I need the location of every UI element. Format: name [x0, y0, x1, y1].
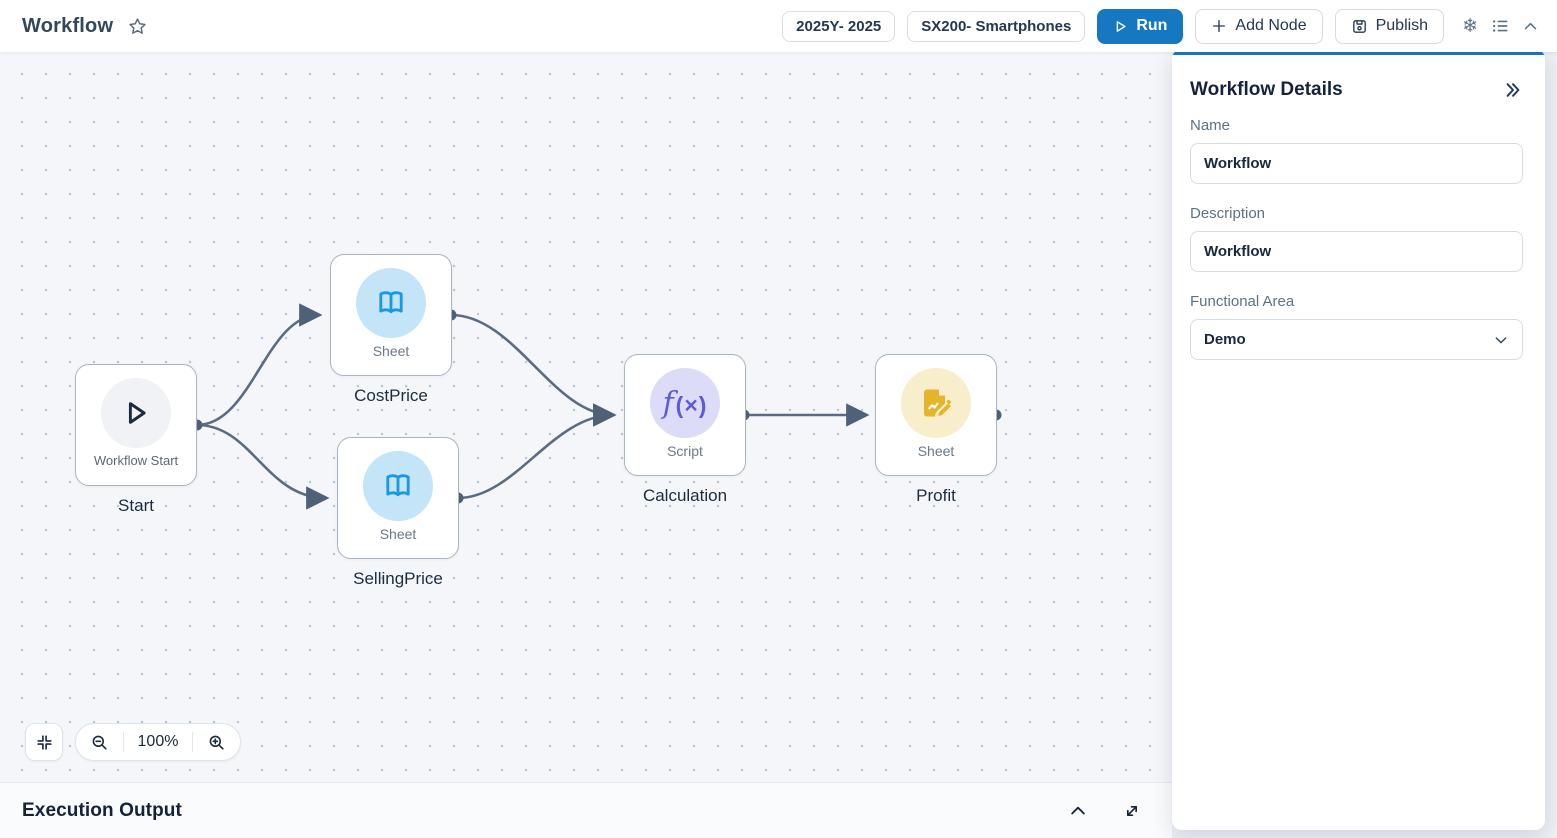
function-icon: f(×): [650, 368, 720, 438]
collapse-panel-icon[interactable]: [1503, 80, 1523, 100]
chevron-down-icon: [1493, 332, 1509, 348]
name-input[interactable]: [1190, 143, 1523, 184]
node-label-sellingprice: SellingPrice: [353, 569, 443, 588]
node-sellingprice[interactable]: Sheet: [337, 437, 459, 559]
plus-icon: [1211, 18, 1227, 34]
name-label: Name: [1190, 117, 1231, 134]
zoom-out-button[interactable]: [90, 733, 109, 752]
play-icon: [1113, 19, 1128, 34]
play-icon: [101, 378, 171, 448]
scenario-badge[interactable]: 2025Y- 2025: [782, 10, 896, 42]
workflow-details-panel: Workflow Details Name Description Functi…: [1172, 49, 1545, 830]
expand-panel-chevron-icon[interactable]: [1068, 801, 1088, 821]
panel-accent-strip: [1172, 49, 1545, 55]
node-label-start: Start: [118, 496, 154, 515]
snowflake-icon[interactable]: ❄: [1462, 15, 1478, 37]
description-input[interactable]: [1190, 231, 1523, 272]
node-label-costprice: CostPrice: [354, 386, 428, 405]
node-costprice[interactable]: Sheet: [330, 254, 452, 376]
panel-title: Workflow Details: [1190, 79, 1343, 100]
book-icon: [363, 451, 433, 521]
edge-start-sellingprice: [195, 423, 330, 510]
fit-view-button[interactable]: [25, 723, 63, 761]
node-profit[interactable]: Sheet: [875, 354, 997, 476]
execution-output-title: Execution Output: [22, 799, 182, 821]
node-calculation[interactable]: f(×) Script: [624, 354, 746, 476]
top-header: Workflow 2025Y- 2025 SX200- Smartphones …: [0, 0, 1557, 52]
divider: [122, 732, 124, 752]
functional-area-label: Functional Area: [1190, 293, 1295, 310]
divider: [192, 732, 194, 752]
favorite-star-icon[interactable]: [127, 16, 148, 37]
save-icon: [1351, 18, 1368, 35]
zoom-controls: 100%: [75, 723, 241, 761]
edit-document-icon: [901, 368, 971, 438]
add-node-button[interactable]: Add Node: [1195, 8, 1323, 44]
edge-costprice-calculation: [449, 313, 617, 427]
product-badge[interactable]: SX200- Smartphones: [907, 10, 1086, 42]
maximize-icon[interactable]: [1122, 801, 1142, 821]
functional-area-select[interactable]: Demo: [1190, 319, 1523, 360]
collapse-header-chevron-icon[interactable]: [1522, 18, 1539, 35]
edge-sellingprice-calculation: [456, 403, 617, 500]
zoom-in-button[interactable]: [207, 733, 226, 752]
zoom-level: 100%: [137, 733, 179, 750]
page-title: Workflow: [22, 14, 114, 37]
node-label-calculation: Calculation: [642, 486, 728, 505]
run-button[interactable]: Run: [1097, 8, 1184, 44]
book-icon: [356, 268, 426, 338]
execution-output-bar: Execution Output: [0, 782, 1172, 838]
workflow-canvas[interactable]: Workflow Start Start Sheet CostPrice She…: [0, 52, 1172, 782]
edge-start-costprice: [195, 303, 323, 427]
node-start[interactable]: Workflow Start: [75, 364, 197, 486]
node-label-profit: Profit: [916, 486, 956, 505]
description-label: Description: [1190, 205, 1266, 222]
list-icon[interactable]: [1490, 16, 1510, 36]
publish-button[interactable]: Publish: [1334, 8, 1445, 44]
